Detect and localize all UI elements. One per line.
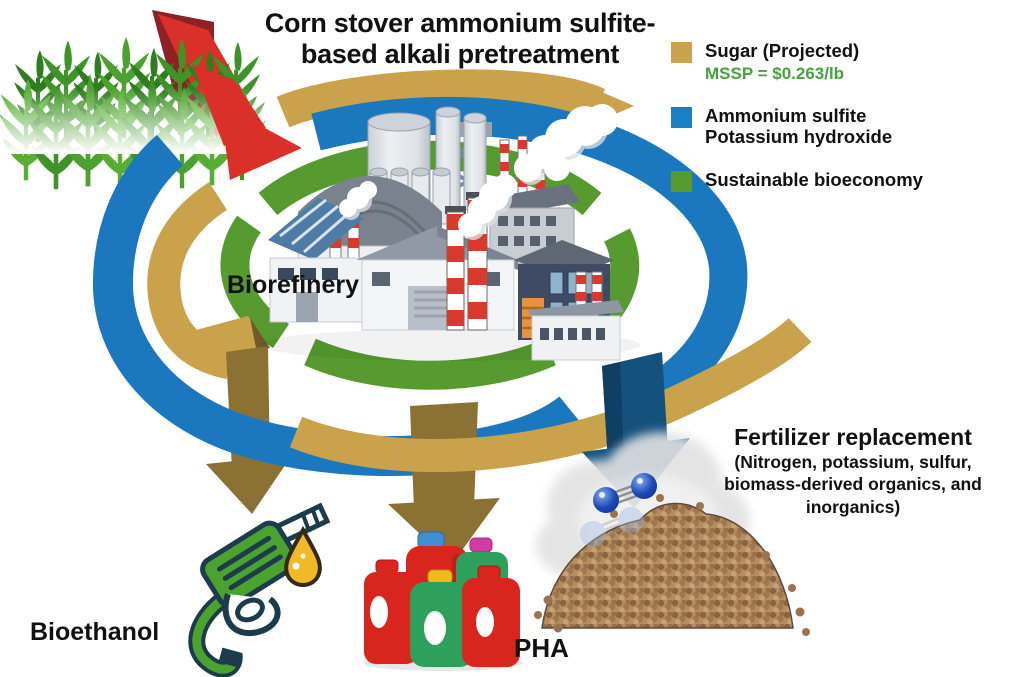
fertilizer-sub-line3: inorganics) bbox=[805, 496, 901, 517]
bioeconomy-arc-bottom bbox=[304, 338, 556, 390]
fertilizer-heading: Fertilizer replacement bbox=[734, 424, 972, 450]
legend-ammonium-line2: Potassium hydroxide bbox=[705, 126, 893, 148]
legend-item-sugar: Sugar (Projected) MSSP = $0.263/lb bbox=[671, 40, 1016, 84]
bioethanol-arrowhead bbox=[206, 455, 292, 514]
sugar-swatch bbox=[671, 42, 692, 63]
fold-shadow bbox=[250, 318, 270, 348]
bioeconomy-arc-left bbox=[220, 215, 290, 349]
bioeconomy-swatch-icon bbox=[671, 170, 692, 192]
legend-bioeconomy-label: Sustainable bioeconomy bbox=[705, 168, 923, 190]
fertilizer-text-block: Fertilizer replacement (Nitrogen, potass… bbox=[688, 424, 1018, 518]
biorefinery-label: Biorefinery bbox=[227, 271, 359, 299]
fertilizer-arrow-shade bbox=[602, 362, 624, 462]
mssp-value: MSSP = $0.263/lb bbox=[705, 63, 845, 83]
fertilizer-sub-line2: biomass-derived organics, and bbox=[724, 474, 982, 495]
biofuel-droplet-icon bbox=[284, 525, 322, 587]
figure-title: Corn stover ammonium sulfite- based alka… bbox=[180, 8, 740, 71]
nitrogen-molecule-icon bbox=[580, 473, 657, 547]
biorefinery-factory-icon bbox=[260, 104, 640, 361]
input-arrow-icon bbox=[220, 104, 302, 180]
bioethanol-arrow-fold bbox=[196, 316, 270, 356]
fuel-pump-icon bbox=[188, 502, 331, 677]
ammonium-swatch-icon bbox=[671, 106, 692, 128]
bioethanol-label: Bioethanol bbox=[30, 618, 160, 646]
legend-sugar-label: Sugar (Projected) bbox=[705, 40, 860, 61]
fertilizer-pile-icon bbox=[534, 432, 810, 636]
title-line-2: based alkali pretreatment bbox=[300, 39, 620, 70]
pha-arrowhead bbox=[388, 498, 500, 564]
legend-item-ammonium: Ammonium sulfite Potassium hydroxide bbox=[671, 105, 1016, 148]
legend-ammonium-line1: Ammonium sulfite bbox=[705, 104, 867, 126]
corn-stover-icon bbox=[0, 10, 302, 189]
sugar-arc-left bbox=[147, 182, 234, 380]
striped-chimneys-big bbox=[445, 192, 489, 331]
pha-label: PHA bbox=[514, 633, 569, 663]
title-line-1: Corn stover ammonium sulfite- bbox=[264, 8, 656, 38]
fertilizer-sub-line1: (Nitrogen, potassium, sulfur, bbox=[734, 452, 972, 472]
legend-item-bioeconomy: Sustainable bioeconomy bbox=[671, 169, 1016, 192]
sugar-arc-top bbox=[276, 69, 606, 128]
detergent-bottles-icon bbox=[363, 531, 523, 671]
ammonium-swatch bbox=[671, 106, 692, 128]
bioeconomy-swatch bbox=[671, 170, 692, 192]
sugar-swatch-icon bbox=[671, 42, 692, 63]
legend: Sugar (Projected) MSSP = $0.263/lb Ammon… bbox=[671, 40, 1016, 213]
